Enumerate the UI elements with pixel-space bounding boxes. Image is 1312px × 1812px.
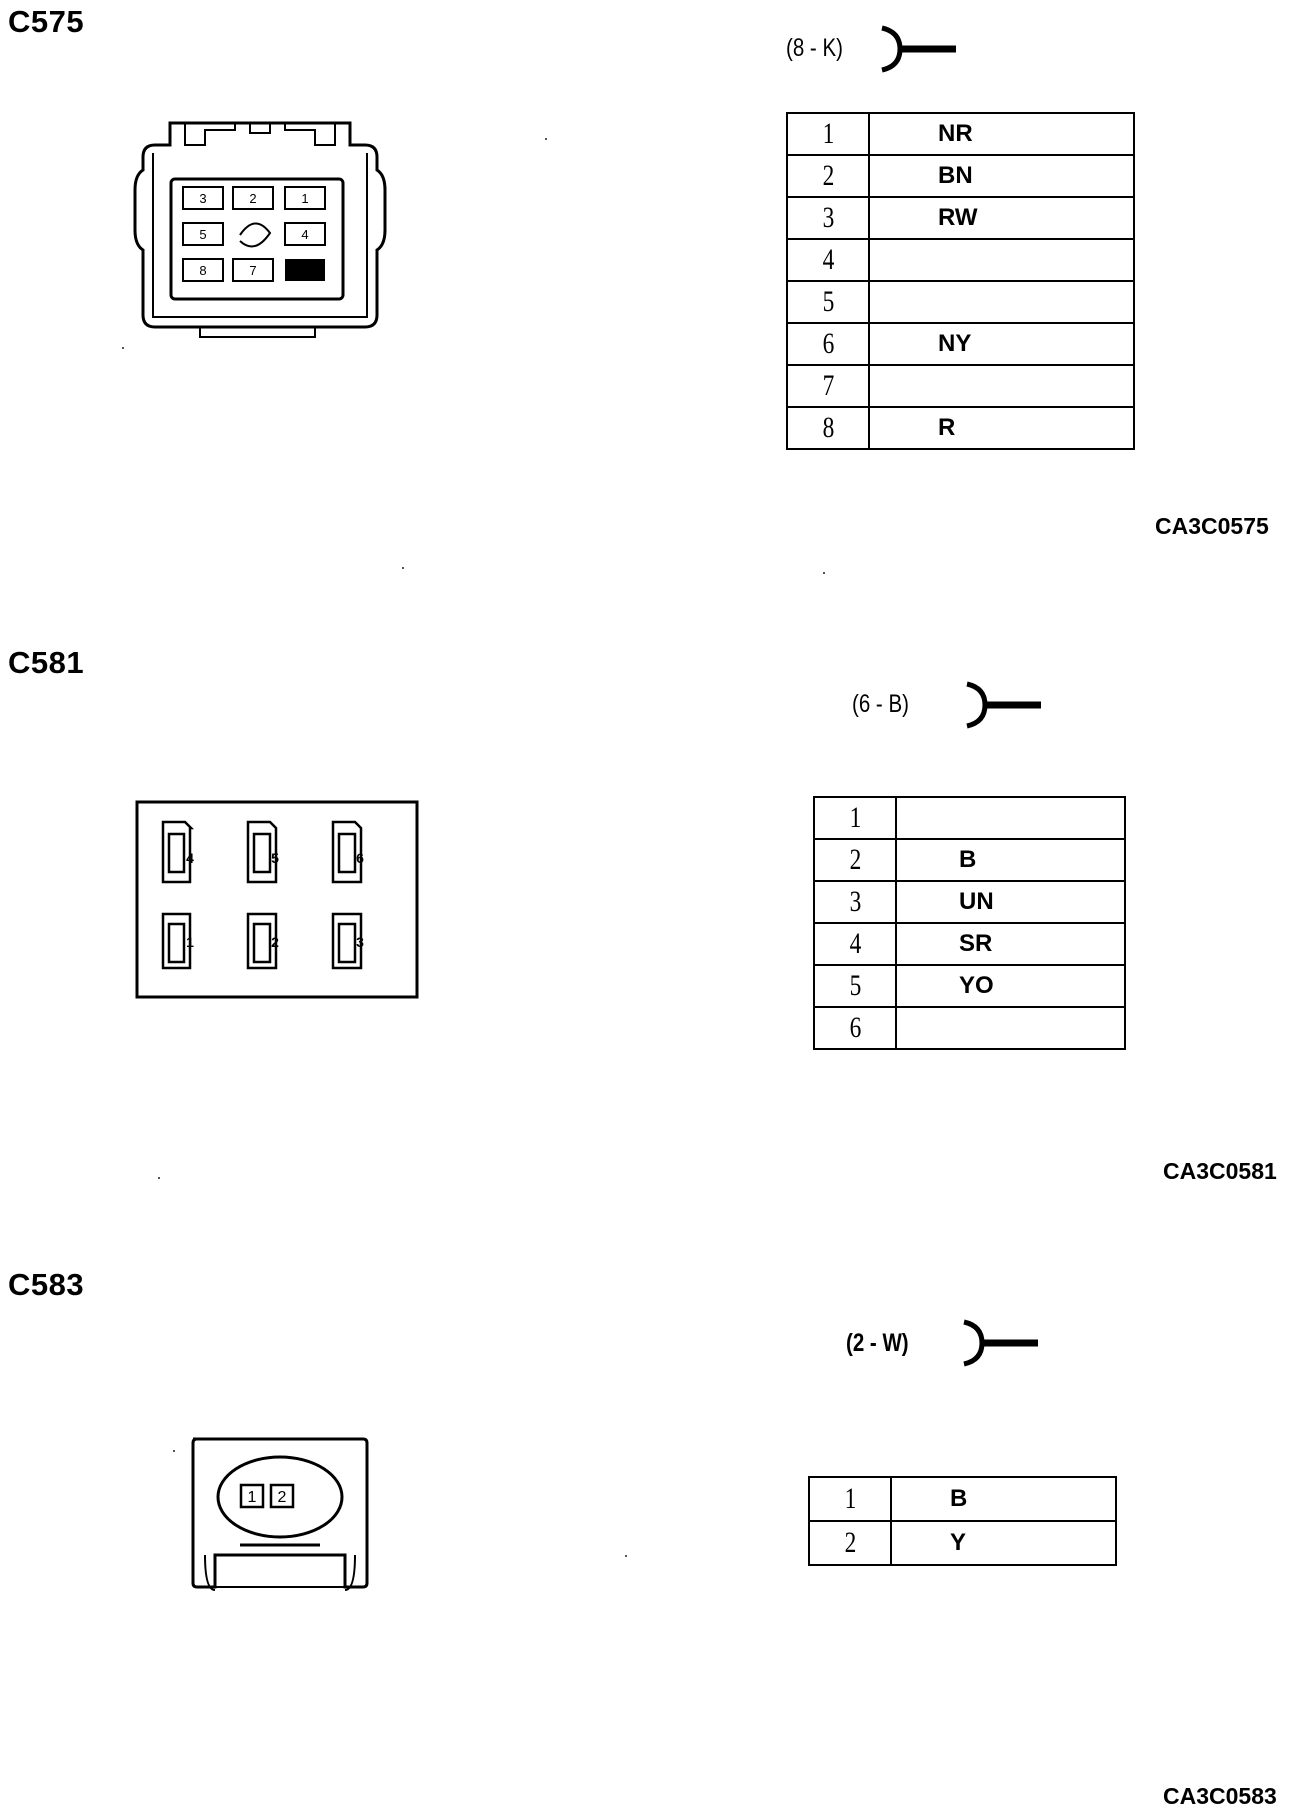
wire-color: NR (868, 112, 1135, 156)
face-pin-3: 3 (199, 191, 206, 206)
connector-type-c581: (6 - B) (852, 690, 909, 718)
table-row: 6 NY (786, 322, 1135, 366)
table-row: 5 YO (813, 964, 1126, 1008)
pin-number: 7 (822, 369, 834, 402)
scan-speck (122, 347, 124, 349)
table-row: 5 (786, 280, 1135, 324)
connector-id-c581: C581 (8, 645, 85, 680)
table-row: 6 (813, 1006, 1126, 1050)
scan-speck (402, 567, 404, 569)
wire-color (868, 280, 1135, 324)
connector-face-c581: 4 5 6 1 2 3 (135, 800, 419, 999)
pin-number: 1 (844, 1482, 856, 1515)
pin-number: 4 (849, 927, 861, 960)
wire-color: YO (895, 964, 1126, 1008)
pin-number: 3 (822, 201, 834, 234)
pin-number: 6 (822, 327, 834, 360)
connector-id-c575: C575 (8, 4, 85, 39)
connector-type-c575: (8 - K) (786, 34, 843, 62)
wire-color: B (895, 838, 1126, 882)
image-code-c583: CA3C0583 (1163, 1783, 1277, 1809)
face-pin-6: 6 (356, 850, 364, 866)
pin-number: 2 (822, 159, 834, 192)
wire-color: BN (868, 154, 1135, 198)
face-pin-2: 2 (278, 1489, 287, 1506)
face-pin-5: 5 (271, 850, 279, 866)
scan-speck (625, 1555, 627, 1557)
connector-fork-icon (966, 681, 1041, 729)
wire-color (895, 796, 1126, 840)
pin-number: 4 (822, 243, 834, 276)
table-row: 3 RW (786, 196, 1135, 240)
pin-number: 2 (844, 1526, 856, 1559)
face-pin-4: 4 (301, 227, 308, 242)
face-pin-5: 5 (199, 227, 206, 242)
wire-color: Y (890, 1520, 1117, 1566)
wire-color: RW (868, 196, 1135, 240)
face-pin-1: 1 (186, 934, 194, 950)
face-pin-2: 2 (249, 191, 256, 206)
face-pin-4: 4 (186, 850, 194, 866)
pin-number: 1 (849, 801, 861, 834)
face-pin-7: 7 (249, 263, 256, 278)
connector-id-c583: C583 (8, 1267, 85, 1302)
connector-fork-icon (963, 1319, 1038, 1367)
wire-color (895, 1006, 1126, 1050)
scan-speck (545, 138, 547, 140)
connector-face-c575: 3 2 1 5 4 8 7 (133, 121, 387, 338)
face-pin-1: 1 (248, 1489, 257, 1506)
image-code-c575: CA3C0575 (1155, 513, 1269, 539)
wire-color: SR (895, 922, 1126, 966)
wire-color: NY (868, 322, 1135, 366)
table-row: 2 BN (786, 154, 1135, 198)
table-row: 1 NR (786, 112, 1135, 156)
wire-color: UN (895, 880, 1126, 924)
face-pin-8: 8 (199, 263, 206, 278)
table-row: 1 (813, 796, 1126, 840)
pin-number: 2 (849, 843, 861, 876)
connector-type-c583: (2 - W) (846, 1329, 909, 1357)
connector-face-c583: 1 2 (191, 1437, 369, 1591)
wire-color (868, 364, 1135, 408)
table-row: 7 (786, 364, 1135, 408)
scan-speck (823, 572, 825, 574)
wire-color: B (890, 1476, 1117, 1522)
scan-speck (158, 1177, 160, 1179)
wire-color: R (868, 406, 1135, 450)
image-code-c581: CA3C0581 (1163, 1158, 1277, 1184)
table-row: 4 (786, 238, 1135, 282)
table-row: 4 SR (813, 922, 1126, 966)
face-pin-2: 2 (271, 934, 279, 950)
wire-color (868, 238, 1135, 282)
face-pin-1: 1 (301, 191, 308, 206)
face-pin-3: 3 (356, 934, 364, 950)
pin-number: 5 (822, 285, 834, 318)
connector-fork-icon (881, 25, 956, 73)
pin-number: 8 (822, 411, 834, 444)
pin-number: 6 (849, 1011, 861, 1044)
pin-number: 1 (822, 117, 834, 150)
table-row: 3 UN (813, 880, 1126, 924)
pin-number: 5 (849, 969, 861, 1002)
pin-number: 3 (849, 885, 861, 918)
scan-speck (173, 1450, 175, 1452)
